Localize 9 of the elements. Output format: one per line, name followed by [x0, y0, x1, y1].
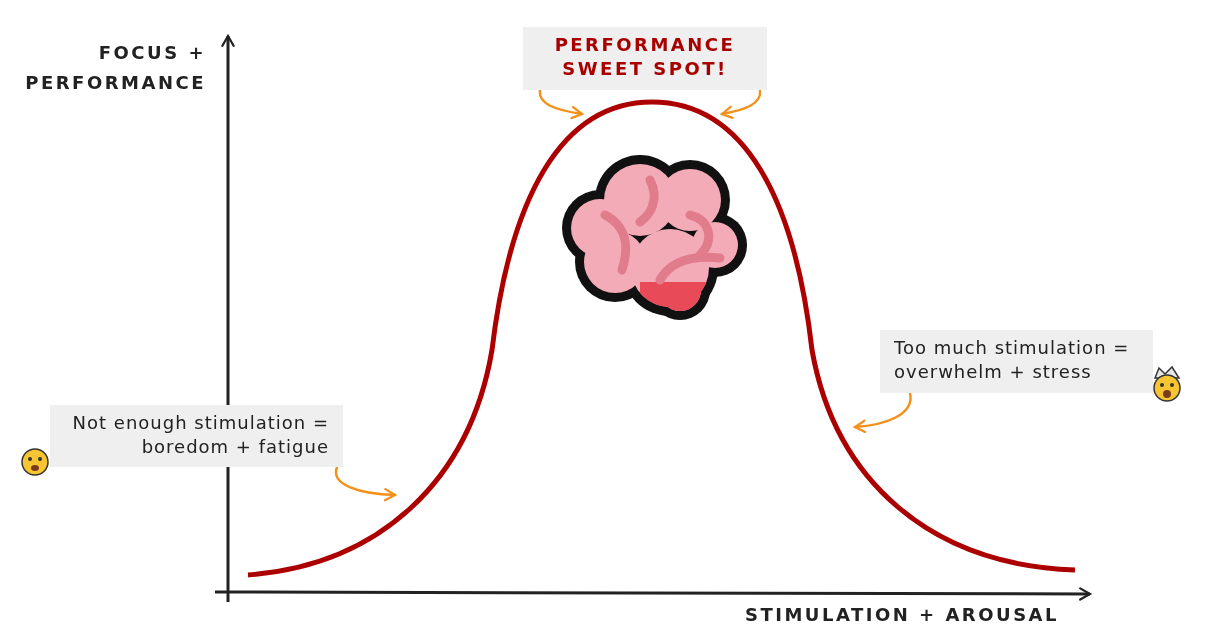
leader-arrow: [538, 88, 584, 120]
callout-text: Not enough stimulation = boredom + fatigue: [50, 405, 343, 467]
leader-arrow: [720, 88, 762, 119]
leader-arrow: [853, 391, 912, 433]
leader-arrow: [334, 465, 397, 502]
callout-text: Too much stimulation = overwhelm + stress: [880, 330, 1153, 393]
highlight-callout: PERFORMANCE SWEET SPOT!: [523, 27, 767, 90]
axis-label: FOCUS + PERFORMANCE: [24, 41, 206, 95]
axis-label: STIMULATION + AROUSAL: [745, 603, 1059, 627]
